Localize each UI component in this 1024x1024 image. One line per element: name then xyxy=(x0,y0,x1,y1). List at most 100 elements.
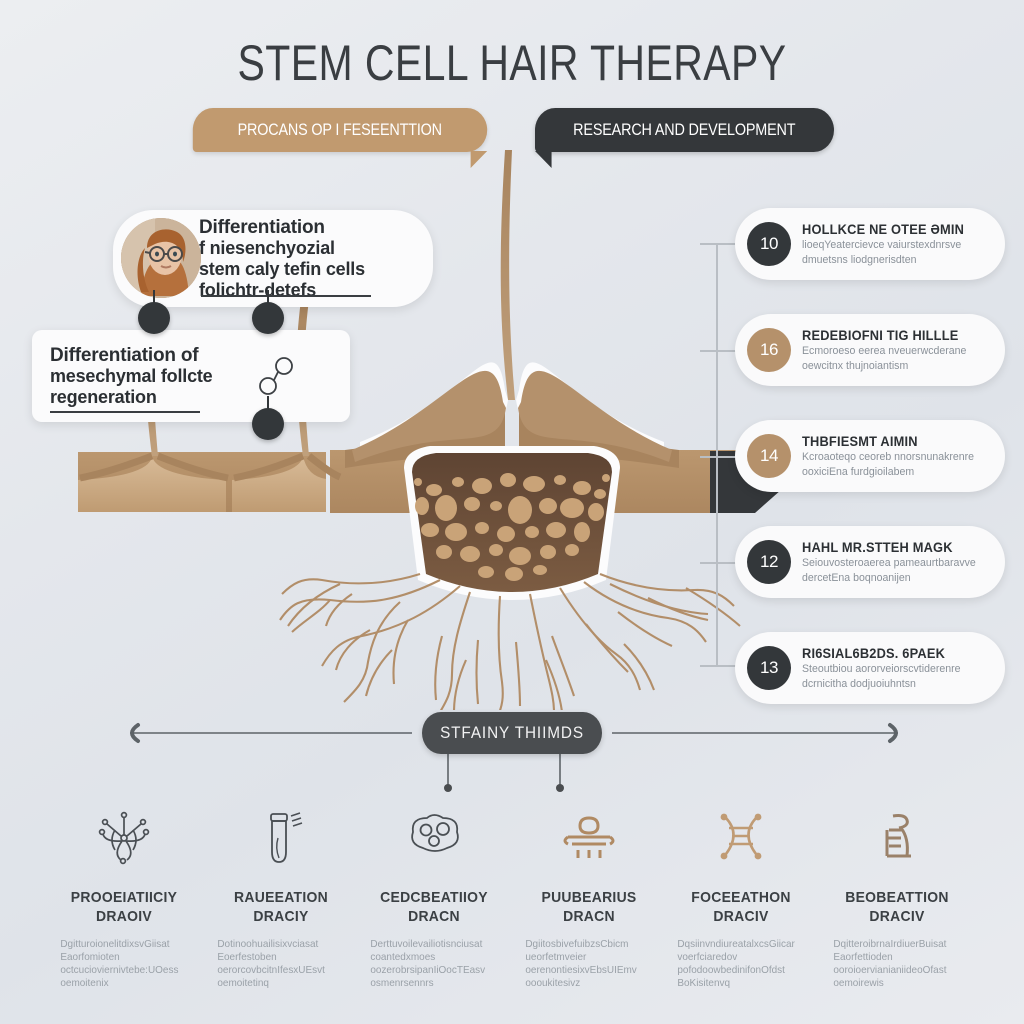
callout-bottom-line1: Differentiation of xyxy=(50,344,199,366)
bottom-body-line4: BoKisitenvq xyxy=(677,977,731,989)
bottom-body-line1: Dotinoohuailisixvciasat xyxy=(217,938,319,950)
bottom-body-line2: voerfciaredov xyxy=(677,951,738,963)
bottom-item[interactable]: FOCEEATHON DRACIV DqsiinvndiureatalxcsGi… xyxy=(666,808,816,990)
microscope-icon xyxy=(822,808,972,868)
banner-right-label: RESEARCH AND DEVELOPMENT xyxy=(573,120,796,139)
timeline-dot xyxy=(556,784,564,792)
card-heading: HAHL MR.STTEH MAGK xyxy=(802,539,953,555)
card-subtext-line1: Ecmoroeso eerea nveuerwcderane xyxy=(802,344,967,357)
timeline-pill-label: STFAINY THIIMDS xyxy=(440,723,584,742)
bottom-item-body: Dotinoohuailisixvciasat Eoerfestoben oer… xyxy=(210,938,353,990)
bottom-item[interactable]: CEDCBEATIIOY DRACN Derttuvoilevailiotisn… xyxy=(359,808,509,990)
callout-bottom-rule xyxy=(50,411,200,413)
card-rail-stub-2 xyxy=(700,350,736,352)
bottom-body-line2: ueorfetmveier xyxy=(525,951,587,963)
timeline-pill[interactable]: STFAINY THIIMDS xyxy=(422,712,602,754)
bottom-item-heading: RAUEEATION DRACIY xyxy=(211,888,351,926)
card-body: REDEBIOFNI TIG HILLLE Ecmoroeso eerea nv… xyxy=(791,328,983,373)
bottom-body-line1: DqsiinvndiureatalxcsGiicar xyxy=(677,938,795,950)
bottom-item[interactable]: RAUEEATION DRACIY Dotinoohuailisixvciasa… xyxy=(206,808,356,990)
card-number: 13 xyxy=(760,658,778,677)
card-body: HAHL MR.STTEH MAGK Seiouvosteroaerea pam… xyxy=(791,540,993,585)
callout-top-line3: stem caly tefin cells xyxy=(199,258,365,279)
connector-stem-2 xyxy=(267,290,269,306)
research-card[interactable]: 16 REDEBIOFNI TIG HILLLE Ecmoroeso eerea… xyxy=(735,314,1005,386)
avatar xyxy=(121,218,201,298)
bottom-body-line2: coantedxmoes xyxy=(370,951,436,963)
card-body: RI6SIAL6B2DS. 6PAEK Steoutbiou aororveio… xyxy=(791,646,977,691)
callout-bottom-line3: regeneration xyxy=(50,386,157,407)
card-body: HOLLKCE NE OTEE ƏMIN lioeqYeatercievce v… xyxy=(791,222,983,267)
stem-cell-dots xyxy=(414,473,610,581)
bottom-item[interactable]: BEOBEATTION DRACIV DqitteroibrnaIrdiuerB… xyxy=(822,808,972,990)
bottom-body-line4: oemoirewis xyxy=(833,977,884,989)
bottom-head-line1: BEOBEATTION xyxy=(845,889,949,906)
card-heading: HOLLKCE NE OTEE ƏMIN xyxy=(802,221,965,237)
dna-helix-icon xyxy=(666,808,816,868)
card-subtext-line2: oewcitnx thujnoiantism xyxy=(802,359,909,372)
callout-bottom-text: Differentiation of mesechymal follcte re… xyxy=(50,344,213,408)
card-number-badge: 16 xyxy=(747,328,791,372)
bottom-body-line4: oooukitesivz xyxy=(525,977,581,989)
bottom-item-body: DgiitosbivefuibzsCbicm ueorfetmveier oer… xyxy=(518,938,661,990)
bottom-body-line2: Eaorfettioden xyxy=(833,951,893,963)
research-card[interactable]: 12 HAHL MR.STTEH MAGK Seiouvosteroaerea … xyxy=(735,526,1005,598)
bottom-body-line4: oemoitetinq xyxy=(217,977,269,989)
card-subtext-line2: dcrnicitha dodjuoiuhntsn xyxy=(802,677,916,690)
research-card[interactable]: 14 THBFIESMT AIMIN Kcroaoteqo ceoreb nno… xyxy=(735,420,1005,492)
bottom-body-line3: oozerobrsipanIiOocTEasv xyxy=(370,964,486,976)
growth-factor-icon xyxy=(514,808,664,868)
callout-differentiation-bottom[interactable]: Differentiation of mesechymal follcte re… xyxy=(32,330,350,422)
bottom-body-line2: Eoerfestoben xyxy=(217,951,277,963)
card-heading: REDEBIOFNI TIG HILLLE xyxy=(802,327,959,343)
bottom-body-line1: DgiitosbivefuibzsCbicm xyxy=(525,938,629,950)
card-number-badge: 13 xyxy=(747,646,791,690)
bottom-item[interactable]: PUUBEARIUS DRACN DgiitosbivefuibzsCbicm … xyxy=(514,808,664,990)
connector-stem-1 xyxy=(153,290,155,306)
bottom-head-line1: RAUEEATION xyxy=(234,889,328,906)
bottom-head-line1: PUUBEARIUS xyxy=(541,889,637,906)
card-number: 12 xyxy=(760,552,778,571)
follicle-bulb xyxy=(404,446,620,600)
research-card[interactable]: 10 HOLLKCE NE OTEE ƏMIN lioeqYeatercievc… xyxy=(735,208,1005,280)
card-rail-vertical xyxy=(716,244,718,666)
bottom-item-body: DqitteroibrnaIrdiuerBuisat Eaorfettioden… xyxy=(826,938,969,990)
bottom-head-line2: DRACN xyxy=(563,908,615,925)
card-subtext-line1: Seiouvosteroaerea pameaurtbaravve xyxy=(802,556,976,569)
banner-left-label: PROCANS OP I FESEENTTION xyxy=(237,120,443,139)
card-number: 16 xyxy=(760,340,778,359)
bottom-body-line3: octcucioviernivtebe:UOess xyxy=(60,964,179,976)
bottom-item-heading: FOCEEATHON DRACIV xyxy=(671,888,811,926)
banner-research-and-development[interactable]: RESEARCH AND DEVELOPMENT xyxy=(535,108,834,168)
callout-top-text: Differentiation f niesenchyozial stem ca… xyxy=(199,217,365,301)
capillary-network xyxy=(279,572,741,710)
card-subtext-line1: lioeqYeatercievce vaiurstexdnrsve xyxy=(802,238,962,251)
card-rail-stub-3 xyxy=(700,456,736,458)
card-rail-stub-5 xyxy=(700,665,736,667)
card-heading: RI6SIAL6B2DS. 6PAEK xyxy=(802,645,946,661)
bottom-head-line1: CEDCBEATIIOY xyxy=(380,889,488,906)
bottom-head-line2: DRACIV xyxy=(869,908,925,925)
research-card[interactable]: 13 RI6SIAL6B2DS. 6PAEK Steoutbiou aororv… xyxy=(735,632,1005,704)
bottom-body-line2: Eaorfomioten xyxy=(60,951,120,963)
card-number-badge: 14 xyxy=(747,434,791,478)
card-number: 10 xyxy=(760,234,778,253)
bottom-head-line1: PROOEIATIICIY xyxy=(70,889,178,906)
bottom-item[interactable]: PROOEIATIICIY DRAOIV Dgitturoionelitdixs… xyxy=(49,808,199,990)
banner-process-of-regeneration[interactable]: PROCANS OP I FESEENTTION xyxy=(192,108,488,168)
card-rail-stub-1 xyxy=(700,243,736,245)
callout-differentiation-top[interactable]: Differentiation f niesenchyozial stem ca… xyxy=(113,210,433,307)
page-title: STEM CELL HAIR THERAPY xyxy=(237,35,787,91)
callout-top-rule xyxy=(201,295,371,297)
card-subtext-line2: ooxiciEna furdgioilabem xyxy=(802,465,915,478)
card-subtext-line2: dmuetsns liodgnerisdten xyxy=(802,253,917,266)
bottom-item-heading: PROOEIATIICIY DRAOIV xyxy=(54,888,194,926)
callout-top-line1: Differentiation xyxy=(199,216,325,238)
bottom-item-body: Derttuvoilevailiotisnciusat coantedxmoes… xyxy=(363,938,506,990)
bottom-item-heading: PUUBEARIUS DRACN xyxy=(519,888,659,926)
bottom-body-line1: DgitturoionelitdixsvGiisat xyxy=(60,938,170,950)
bottom-head-line2: DRACIV xyxy=(713,908,769,925)
bottom-item-body: DgitturoionelitdixsvGiisat Eaorfomioten … xyxy=(53,938,196,990)
molecule-icon xyxy=(256,354,298,403)
